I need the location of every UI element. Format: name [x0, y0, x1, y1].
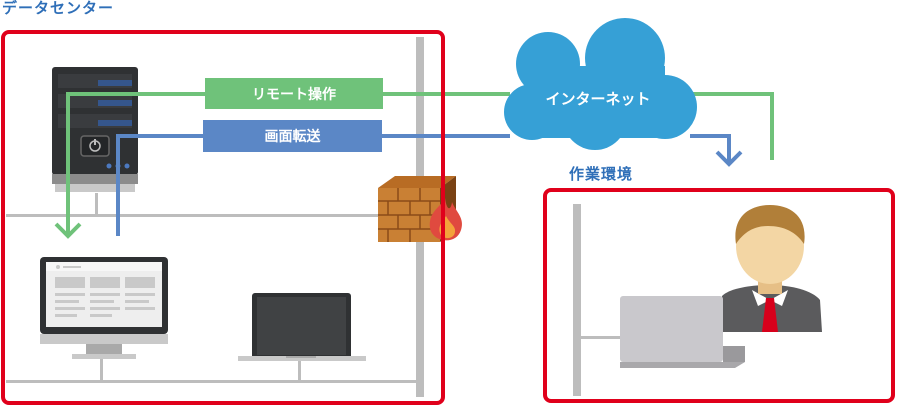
datacenter-title: データセンター	[2, 0, 115, 17]
screen-transfer-label: 画面転送	[203, 120, 382, 152]
desktop-monitor-icon	[40, 257, 168, 359]
datacenter-frame	[1, 30, 445, 405]
remote-operation-path	[54, 92, 774, 239]
user-icon	[722, 205, 822, 332]
remote-laptop-icon	[620, 296, 745, 368]
workspace-frame	[543, 188, 895, 403]
screen-transfer-text: 画面転送	[264, 129, 321, 145]
screen-transfer-path	[116, 134, 743, 236]
cloud-icon	[504, 18, 697, 150]
remote-operation-label: リモート操作	[205, 78, 383, 109]
workspace-network-lines	[573, 204, 621, 396]
workspace-title: 作業環境	[569, 165, 634, 183]
laptop-icon	[238, 293, 366, 361]
internet-label: インターネット	[545, 90, 651, 108]
remote-operation-text: リモート操作	[252, 86, 336, 103]
